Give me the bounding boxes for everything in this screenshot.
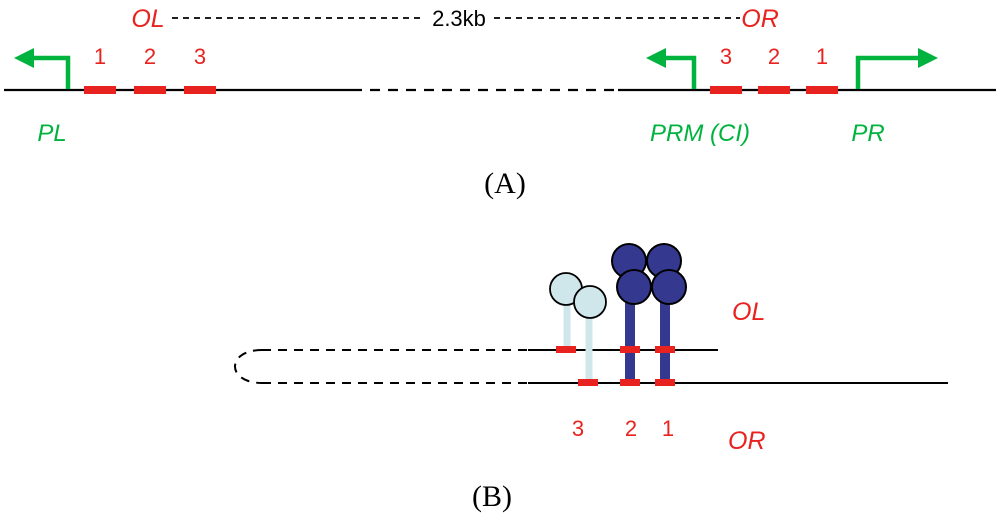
panel-a: 2.3kb OL OR 1 2 3 3 2 1 PL PRM	[4, 5, 996, 200]
top-strand-site-3-mark	[556, 346, 576, 353]
ci-dimer-dark-subunit-3	[616, 269, 652, 305]
or-site-2-segment	[758, 86, 790, 94]
panel-b-site-2-number: 2	[625, 416, 637, 441]
bottom-strand-site-3-mark	[578, 379, 598, 386]
panel-b-site-3-number: 3	[572, 416, 584, 441]
panel-a-caption: (A)	[484, 167, 526, 200]
dna-loop-end	[234, 349, 263, 384]
or-site-3-number: 3	[720, 44, 732, 69]
pr-promoter-arrow	[855, 55, 920, 89]
pr-arrowhead-icon	[918, 48, 938, 68]
or-site-2-number: 2	[768, 44, 780, 69]
prm-promoter-arrow	[664, 55, 697, 89]
ol-region-label: OL	[131, 5, 164, 33]
ol-site-1-number: 1	[94, 44, 106, 69]
ol-site-2-number: 2	[144, 44, 156, 69]
pl-arrowhead-icon	[14, 48, 34, 68]
bottom-strand-site-2-mark	[620, 379, 640, 386]
ol-site-1-segment	[84, 86, 116, 94]
or-region-label: OR	[741, 5, 779, 33]
top-strand-site-1-mark	[655, 346, 675, 353]
distance-label: 2.3kb	[432, 6, 486, 31]
or-site-1-number: 1	[816, 44, 828, 69]
ol-site-2-segment	[134, 86, 166, 94]
or-site-1-segment	[806, 86, 838, 94]
panel-b-caption: (B)	[472, 480, 512, 513]
bottom-strand-or-label: OR	[728, 427, 766, 455]
bottom-strand-site-1-mark	[655, 379, 675, 386]
ci-dimer-dark-subunit-4	[651, 269, 687, 305]
or-site-3-segment	[710, 86, 742, 94]
ci-dimer-light-subunit-2	[573, 285, 607, 319]
prm-arrowhead-icon	[646, 48, 666, 68]
top-strand-site-2-mark	[620, 346, 640, 353]
pl-promoter-arrow	[32, 55, 71, 89]
ol-site-3-segment	[184, 86, 216, 94]
ol-site-3-number: 3	[194, 44, 206, 69]
panel-b: OL OR 3 2 1 (B)	[234, 243, 948, 513]
top-strand-ol-label: OL	[732, 298, 765, 326]
panel-b-site-1-number: 1	[662, 416, 674, 441]
pl-label: PL	[37, 120, 66, 147]
pr-label: PR	[851, 120, 884, 147]
prm-label: PRM (CI)	[650, 120, 750, 147]
